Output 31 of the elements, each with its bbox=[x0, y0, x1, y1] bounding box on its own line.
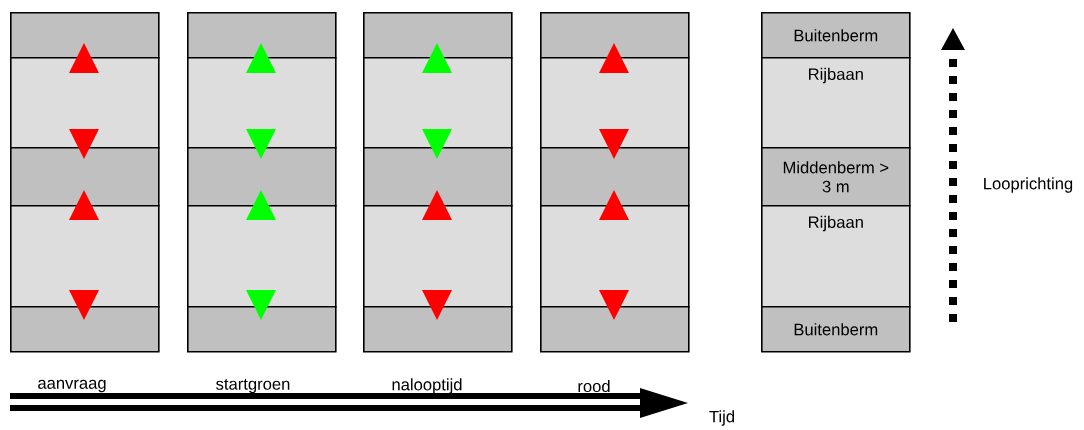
axis-label: rood bbox=[578, 379, 610, 393]
axis-label: Looprichting bbox=[984, 177, 1073, 193]
road-band: Buitenberm bbox=[761, 306, 911, 353]
road-band bbox=[363, 306, 513, 353]
axis-label: Tijd bbox=[709, 410, 734, 426]
road-band bbox=[540, 12, 690, 59]
road-band bbox=[540, 57, 690, 149]
road-band bbox=[363, 205, 513, 308]
axis-label: startgroen bbox=[216, 378, 290, 394]
road-band: Rijbaan bbox=[761, 205, 911, 308]
road-band bbox=[363, 147, 513, 207]
road-band bbox=[187, 205, 337, 308]
road-band: Middenberm > 3 m bbox=[761, 147, 911, 207]
road-band bbox=[187, 57, 337, 149]
road-band bbox=[10, 57, 160, 149]
axis-label: nalooptijd bbox=[392, 378, 462, 394]
road-band bbox=[540, 306, 690, 353]
road-band bbox=[363, 57, 513, 149]
axis-label: aanvraag bbox=[38, 379, 106, 393]
road-band bbox=[540, 147, 690, 207]
road-band bbox=[363, 12, 513, 59]
road-band bbox=[187, 147, 337, 207]
road-band: Rijbaan bbox=[761, 57, 911, 149]
road-band bbox=[10, 12, 160, 59]
road-band bbox=[10, 205, 160, 308]
road-band bbox=[10, 306, 160, 353]
road-band: Buitenberm bbox=[761, 12, 911, 59]
road-band bbox=[187, 12, 337, 59]
road-band bbox=[540, 205, 690, 308]
road-band bbox=[10, 147, 160, 207]
road-band bbox=[187, 306, 337, 353]
